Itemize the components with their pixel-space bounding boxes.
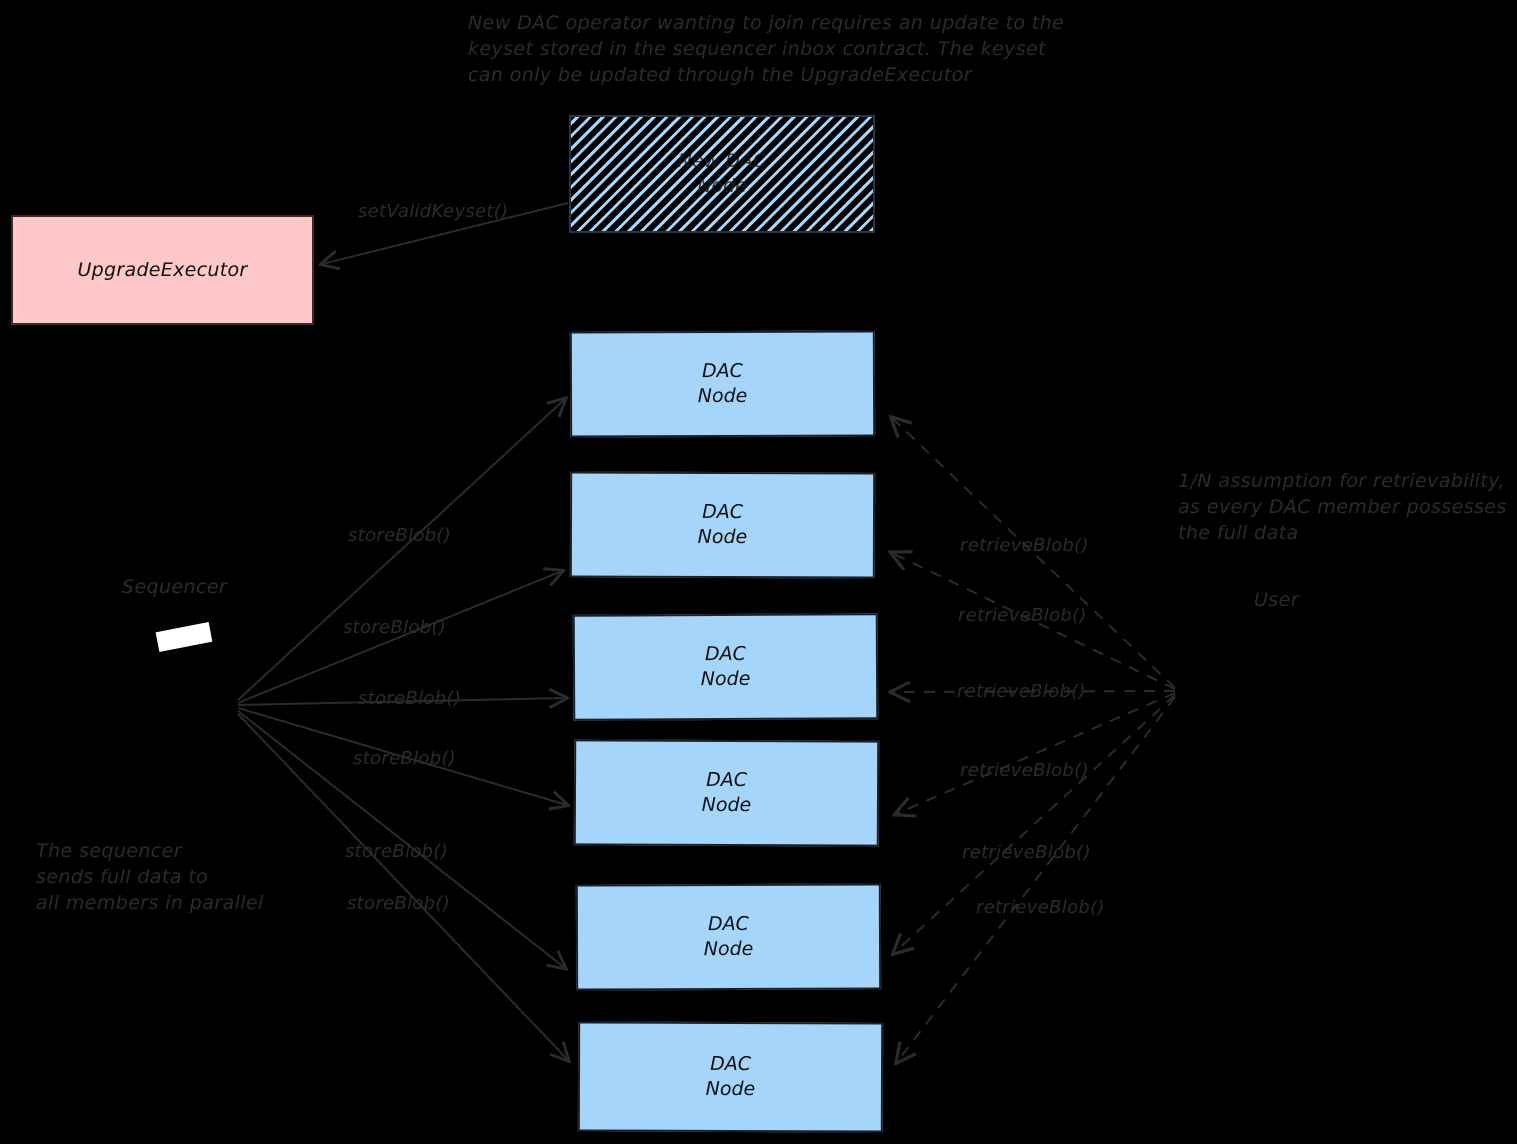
bottom-left-note: The sequencer sends full data to all mem… xyxy=(36,840,264,914)
edge-label-store-blob-3: storeBlob() xyxy=(358,688,462,709)
connector-set-valid-keyset xyxy=(322,202,569,264)
top-note: New DAC operator wanting to join require… xyxy=(468,12,1065,86)
dac-node-label: DAC Node xyxy=(697,500,748,549)
edge-label-store-blob-4: storeBlob() xyxy=(353,748,457,769)
edge-label-retrieve-blob-6: retrieveBlob() xyxy=(976,897,1105,918)
edge-label-store-blob-1: storeBlob() xyxy=(348,525,452,546)
dac-node-box-3[interactable]: DAC Node xyxy=(572,613,879,721)
edge-label-retrieve-blob-4: retrieveBlob() xyxy=(960,760,1089,781)
edge-label-retrieve-blob-1: retrieveBlob() xyxy=(960,535,1089,556)
edge-label-retrieve-blob-5: retrieveBlob() xyxy=(962,842,1091,863)
dac-node-label: DAC Node xyxy=(700,642,751,691)
dac-node-label: DAC Node xyxy=(701,768,752,817)
connector-retrieve-blob-group xyxy=(892,418,1176,1062)
upgrade-executor-label: UpgradeExecutor xyxy=(77,259,248,281)
dac-node-label: DAC Node xyxy=(697,359,748,408)
connector-store-blob-group xyxy=(237,399,568,1060)
dac-node-label: DAC Node xyxy=(703,912,754,961)
right-note: 1/N assumption for retrievability, as ev… xyxy=(1178,470,1507,544)
edge-label-set-valid-keyset: setValidKeyset() xyxy=(358,201,509,222)
dac-node-box-2[interactable]: DAC Node xyxy=(569,471,876,579)
upgrade-executor-box[interactable]: UpgradeExecutor xyxy=(11,215,314,325)
dac-node-box-1[interactable]: DAC Node xyxy=(569,330,876,438)
new-dac-node-box[interactable]: New DAC Node xyxy=(569,115,875,233)
edge-label-retrieve-blob-2: retrieveBlob() xyxy=(958,605,1087,626)
sequencer-label: Sequencer xyxy=(122,576,228,598)
dac-node-box-5[interactable]: DAC Node xyxy=(575,883,882,991)
edge-label-retrieve-blob-3: retrieveBlob() xyxy=(957,681,1086,702)
user-label: User xyxy=(1254,589,1299,611)
new-dac-node-label: New DAC Node xyxy=(677,150,767,197)
edge-label-store-blob-2: storeBlob() xyxy=(343,617,447,638)
dac-node-box-4[interactable]: DAC Node xyxy=(573,739,880,847)
edge-label-store-blob-5: storeBlob() xyxy=(345,841,449,862)
edge-label-store-blob-6: storeBlob() xyxy=(347,893,451,914)
dac-node-box-6[interactable]: DAC Node xyxy=(577,1021,884,1133)
dac-node-label: DAC Node xyxy=(705,1052,756,1101)
